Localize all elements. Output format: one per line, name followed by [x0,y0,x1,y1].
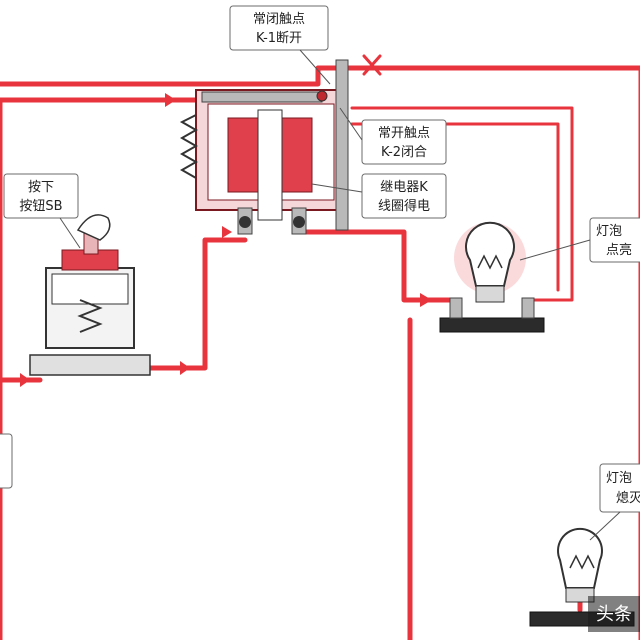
bulb-socket [475,285,505,303]
relay-icon [179,59,349,235]
callout-left-fragment [0,433,13,489]
finger-icon [76,214,111,241]
bulb-off-glass [557,527,603,589]
arrow-icon [20,373,30,387]
arrow-icon [165,93,176,107]
callout-no-line1: 常开触点 [378,126,430,141]
bulb-lit-icon [439,221,545,333]
callout-button-line2: 按钮SB [19,199,62,214]
bulb-holder [439,317,545,333]
callout-button-line1: 按下 [28,180,54,195]
terminal-screw [293,216,305,228]
relay-core [257,109,283,221]
contact-screw [316,90,328,102]
callout-nc-line2: K-1断开 [256,31,302,46]
bulb-filament [477,254,503,270]
holder-post [521,297,535,319]
callout-no-line2: K-2闭合 [381,145,427,160]
relay-contact-lever [335,59,349,231]
relay-coil-right [281,117,313,193]
relay-coil-left [227,117,259,193]
button-base [29,354,151,376]
relay-spring-icon [179,114,199,179]
terminal-screw [239,216,251,228]
cross-mark-icon [362,54,382,76]
bulb-glass [465,221,515,287]
callout-lamp-top-line2: 点亮 [606,242,632,258]
callout-no-contact: 常开触点 K-2闭合 [339,107,447,165]
callout-lamp-top: 灯泡 点亮 [519,217,640,263]
callout-lamp-bottom-line2: 熄灭 [616,491,640,506]
bulb-off-filament [569,554,595,570]
callout-lamp-bottom: 灯泡 熄灭 [589,463,640,541]
callout-nc-line1: 常闭触点 [253,12,305,27]
button-spring-icon [77,299,103,333]
callout-lamp-bottom-line1: 灯泡 [606,471,632,486]
callout-press-button: 按下 按钮SB [3,173,81,249]
arrows [20,93,432,387]
watermark-text: 头条 [596,604,632,625]
button-top [51,273,129,305]
relay-armature [201,91,323,103]
watermark: 头条 [588,596,640,632]
arrow-icon [420,293,432,307]
wire-coil-to-lamp [297,229,455,303]
callout-nc-contact: 常闭触点 K-1断开 [229,5,331,85]
callout-lamp-top-line1: 灯泡 [596,224,622,239]
holder-post [449,297,463,319]
arrow-icon [222,226,232,238]
bulb-off-socket [565,587,595,603]
push-button-icon [29,214,151,376]
wire-top-main [0,65,640,87]
wire-coil-to-button [147,237,248,371]
callout-relay-coil: 继电器K 线圈得电 [311,173,447,219]
callout-coil-line1: 继电器K [380,180,428,195]
callout-coil-line2: 线圈得电 [378,198,430,214]
arrow-icon [180,361,190,375]
wire-no-contact-to-lamp [350,106,574,302]
